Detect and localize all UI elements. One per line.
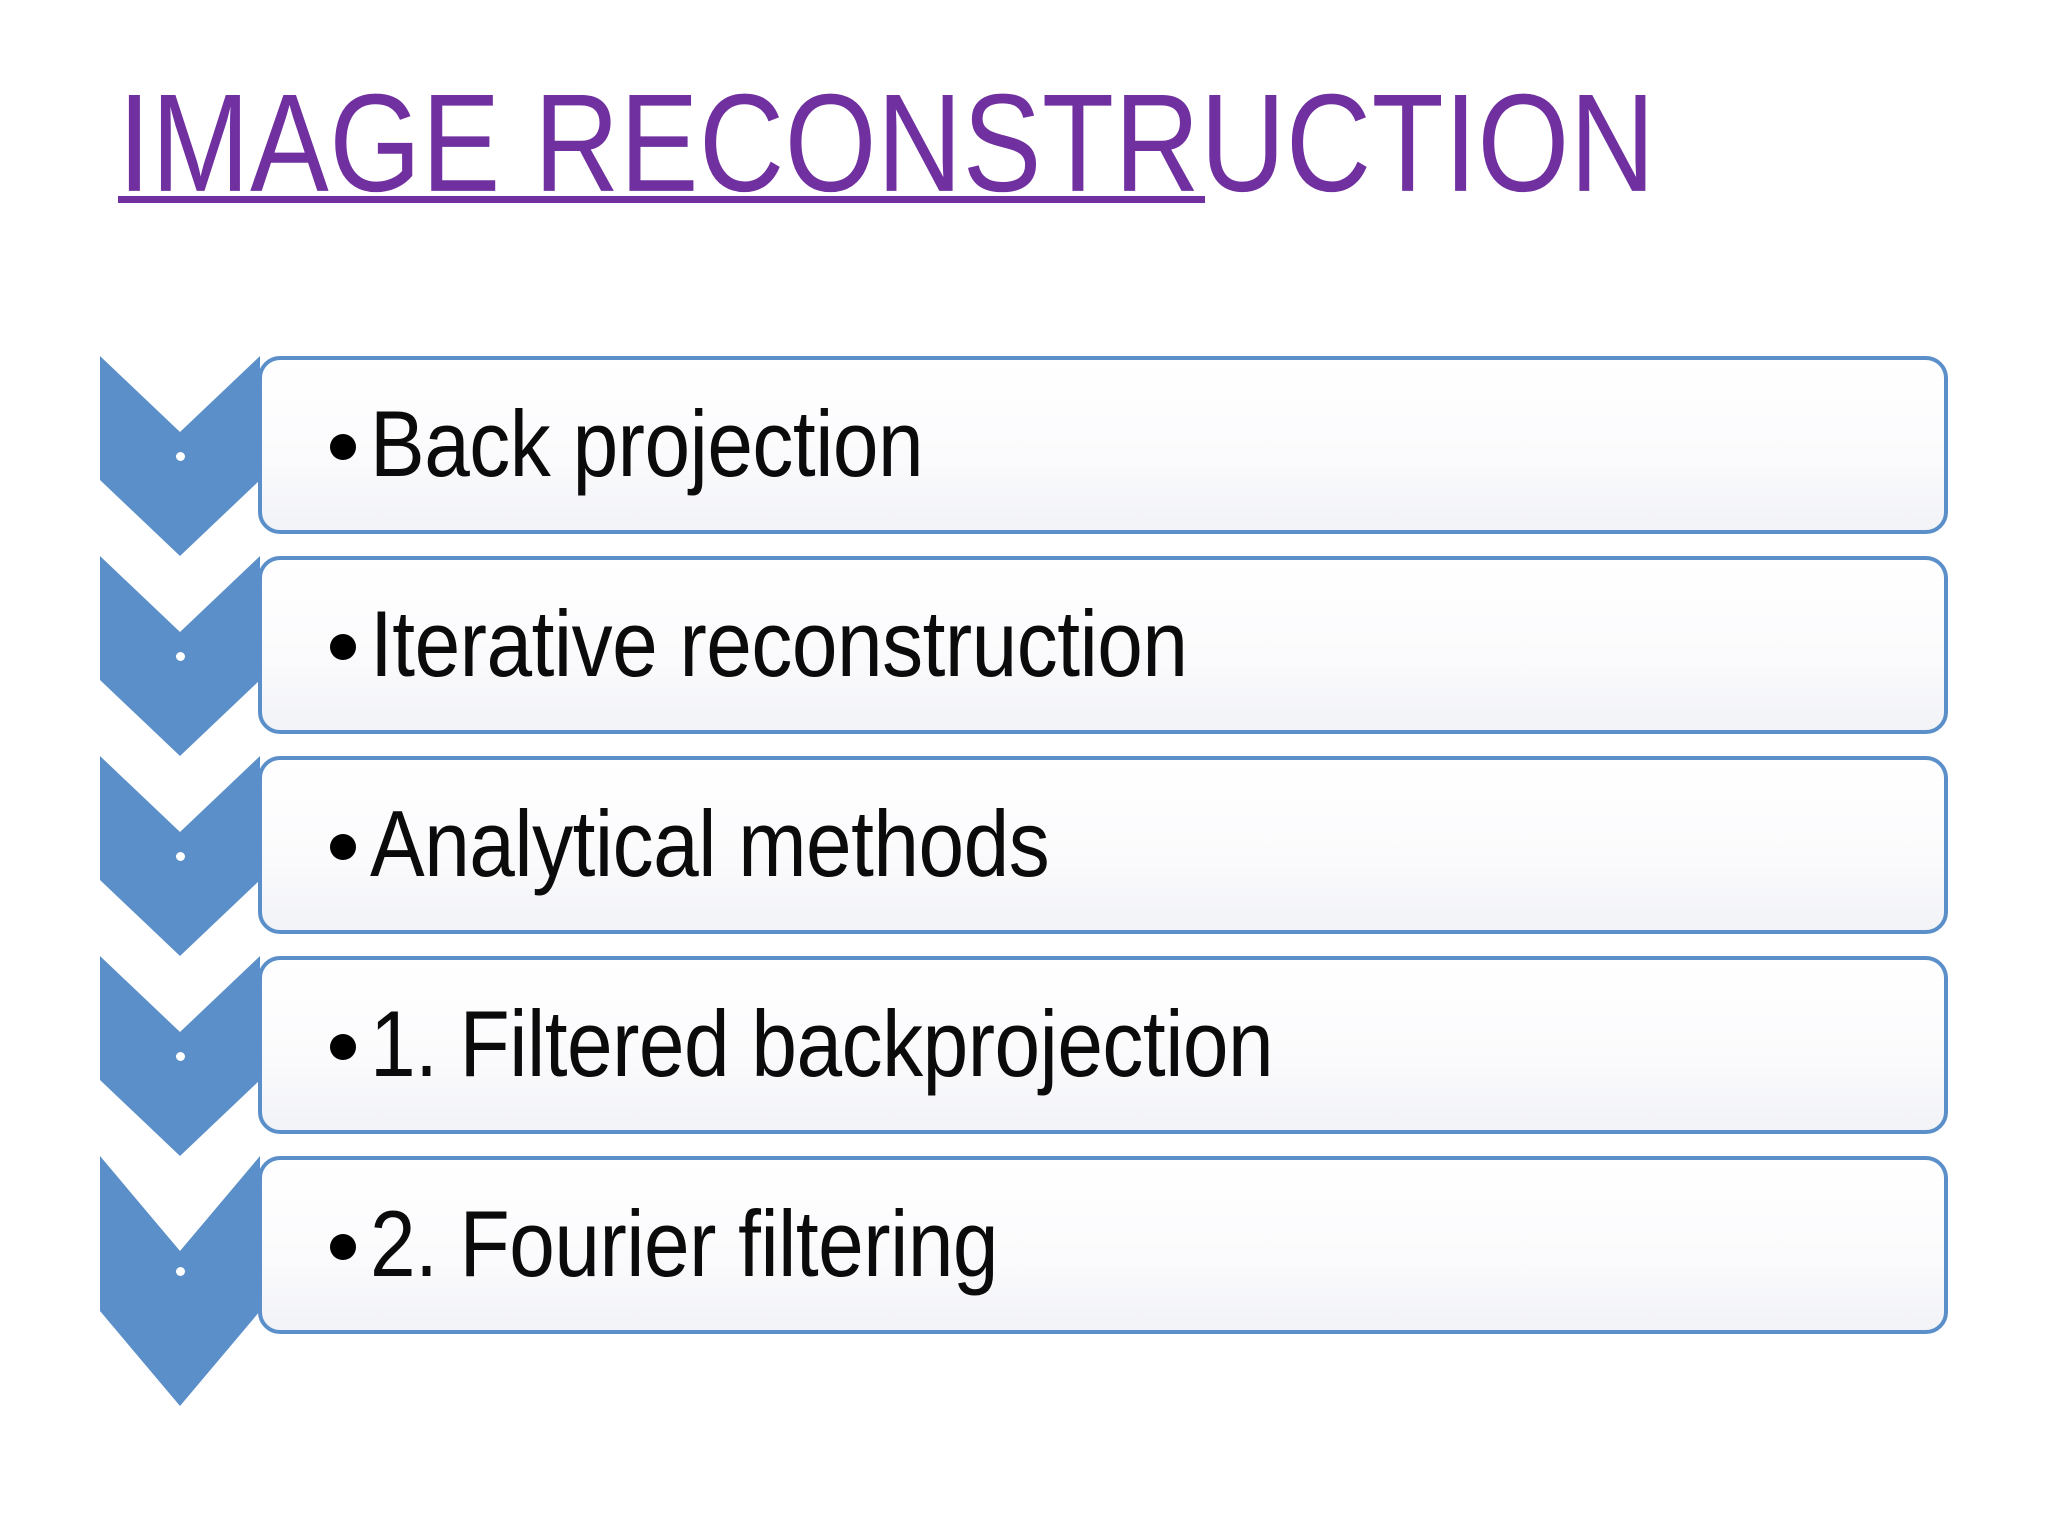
chevron-down-icon [100, 956, 260, 1156]
chevron-center-dot-icon [176, 1267, 185, 1276]
chevron-down-icon [100, 356, 260, 556]
chevron-center-dot-icon [176, 452, 185, 461]
chevron-center-dot-icon [176, 1052, 185, 1061]
chevron-center-dot-icon [176, 852, 185, 861]
list-item[interactable]: Back projection [258, 356, 1948, 534]
bullet-dot-icon [330, 1234, 356, 1260]
page-title-underline [118, 196, 1205, 203]
bullet-line: Iterative reconstruction [262, 598, 1188, 691]
bullet-dot-icon [330, 634, 356, 660]
page-title: IMAGE RECONSTRUCTION [118, 74, 1918, 224]
bullet-line: 2. Fourier filtering [262, 1198, 999, 1291]
chevron-down-icon [100, 756, 260, 956]
bullet-dot-icon [330, 1034, 356, 1060]
list-item-label: Analytical methods [370, 792, 1050, 897]
chevron-down-icon [100, 556, 260, 756]
list-item[interactable]: Analytical methods [258, 756, 1948, 934]
list-item-label: Iterative reconstruction [370, 592, 1188, 697]
list-item[interactable]: 2. Fourier filtering [258, 1156, 1948, 1334]
chevron-down-icon [100, 1156, 260, 1406]
list-item[interactable]: 1. Filtered backprojection [258, 956, 1948, 1134]
bullet-line: Analytical methods [262, 798, 1050, 891]
bullet-dot-icon [330, 434, 356, 460]
bullet-line: Back projection [262, 398, 924, 491]
chevron-center-dot-icon [176, 652, 185, 661]
list-item[interactable]: Iterative reconstruction [258, 556, 1948, 734]
bullet-dot-icon [330, 834, 356, 860]
bullet-line: 1. Filtered backprojection [262, 998, 1274, 1091]
list-item-label: 2. Fourier filtering [370, 1192, 999, 1297]
list-item-label: Back projection [370, 392, 924, 497]
page-title-text: IMAGE RECONSTRUCTION [118, 65, 1656, 222]
list-item-label: 1. Filtered backprojection [370, 992, 1274, 1097]
